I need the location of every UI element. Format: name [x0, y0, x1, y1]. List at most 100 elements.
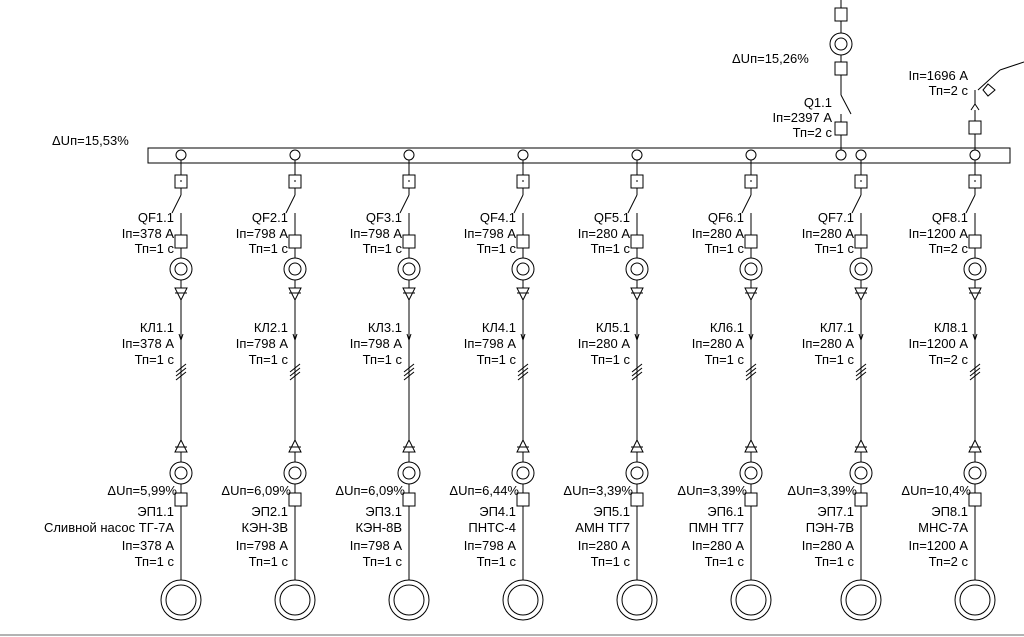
cable-hatch [403, 367, 415, 377]
load-voltage-drop: ΔUп=3,39% [563, 483, 633, 498]
incomer-lower-box [834, 121, 848, 136]
load-name: ЭП6.1 [707, 504, 744, 519]
cable-end-top-icon [174, 287, 188, 302]
load-name: ЭП8.1 [931, 504, 968, 519]
incomer-breaker-time: Тп=2 с [793, 125, 833, 140]
cable-time: Тп=1 с [705, 352, 745, 367]
bus-voltage-drop-label: ΔUп=15,53% [52, 133, 129, 148]
breaker-name: QF7.1 [818, 210, 854, 225]
load-time: Тп=1 с [591, 554, 631, 569]
cable-hatch [631, 363, 643, 373]
load-current: Iп=798 А [464, 538, 517, 553]
breaker-blade [171, 194, 182, 214]
breaker-current: Iп=1200 А [909, 226, 969, 241]
cable-arrow-icon [178, 333, 184, 342]
breaker-box [516, 234, 530, 249]
breaker-box [402, 234, 416, 249]
cable-name: КЛ7.1 [820, 320, 854, 335]
load-name: ЭП3.1 [365, 504, 402, 519]
cable-end-top-icon [968, 287, 982, 302]
breaker-blade [285, 194, 296, 214]
load-time: Тп=2 с [929, 554, 969, 569]
bus-junction [517, 149, 529, 161]
cable-time: Тп=1 с [363, 352, 403, 367]
load-voltage-drop: ΔUп=6,09% [335, 483, 405, 498]
bus-junction [969, 149, 981, 161]
top-right-breaker-blade [977, 69, 1001, 91]
load-description: ПЭН-7В [806, 520, 854, 535]
breaker-name: QF3.1 [366, 210, 402, 225]
incomer-top-box [834, 7, 848, 22]
breaker-name: QF4.1 [480, 210, 516, 225]
incomer-box [834, 61, 848, 76]
cable-arrow-icon [406, 333, 412, 342]
cable-current: Iп=798 А [350, 336, 403, 351]
cable-end-bottom-icon [968, 438, 982, 453]
cable-end-bottom-icon [288, 438, 302, 453]
cable-hatch [175, 367, 187, 377]
cable-hatch [969, 371, 981, 381]
load-name: ЭП2.1 [251, 504, 288, 519]
cable-current: Iп=798 А [464, 336, 517, 351]
top-right-arrow-icon [970, 103, 980, 111]
cable-hatch [175, 363, 187, 373]
breaker-name: QF6.1 [708, 210, 744, 225]
cable-current: Iп=1200 А [909, 336, 969, 351]
load-voltage-drop: ΔUп=10,4% [901, 483, 971, 498]
cable-hatch [745, 367, 757, 377]
ct-inner [174, 262, 188, 276]
ct-lower-inner [288, 466, 302, 480]
top-right-box [968, 120, 982, 135]
cable-arrow-icon [972, 333, 978, 342]
bus-junction [631, 149, 643, 161]
ct-inner [288, 262, 302, 276]
cable-time: Тп=2 с [929, 352, 969, 367]
cable-hatch [517, 371, 529, 381]
motor-inner [959, 584, 991, 616]
motor-inner [845, 584, 877, 616]
breaker-time: Тп=1 с [815, 241, 855, 256]
load-current: Iп=280 А [802, 538, 855, 553]
breaker-time: Тп=1 с [477, 241, 517, 256]
cable-name: КЛ8.1 [934, 320, 968, 335]
motor-inner [165, 584, 197, 616]
cable-end-top-icon [630, 287, 644, 302]
cable-end-bottom-icon [402, 438, 416, 453]
breaker-box [968, 234, 982, 249]
ct-lower-inner [854, 466, 868, 480]
ct-lower-inner [174, 466, 188, 480]
cable-hatch [289, 367, 301, 377]
ct-inner [402, 262, 416, 276]
incomer-voltage-drop-label: ΔUп=15,26% [732, 51, 809, 66]
breaker-box [174, 234, 188, 249]
cable-hatch [855, 371, 867, 381]
cable-arrow-icon [292, 333, 298, 342]
breaker-blade [627, 194, 638, 214]
load-description: Сливной насос ТГ-7А [44, 520, 174, 535]
incomer-bus-junction [835, 149, 847, 161]
load-time: Тп=1 с [363, 554, 403, 569]
cable-hatch [855, 363, 867, 373]
cable-hatch [175, 371, 187, 381]
load-time: Тп=1 с [135, 554, 175, 569]
incomer [829, 0, 853, 161]
cable-end-bottom-icon [744, 438, 758, 453]
cable-hatch [517, 367, 529, 377]
motor-inner [621, 584, 653, 616]
breaker-current: Iп=798 А [350, 226, 403, 241]
motor-inner [735, 584, 767, 616]
cable-hatch [745, 371, 757, 381]
cable-end-bottom-icon [516, 438, 530, 453]
load-description: АМН ТГ7 [575, 520, 630, 535]
load-voltage-drop: ΔUп=3,39% [787, 483, 857, 498]
cable-end-top-icon [288, 287, 302, 302]
cable-end-top-icon [516, 287, 530, 302]
cable-name: КЛ4.1 [482, 320, 516, 335]
cable-end-bottom-icon [854, 438, 868, 453]
